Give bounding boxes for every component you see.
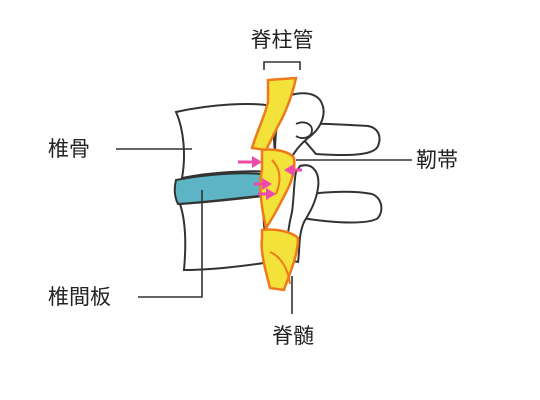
vertebra-label: 椎骨 xyxy=(48,137,90,161)
intervertebral-disc xyxy=(173,172,268,206)
arrow-icon-3 xyxy=(258,188,276,200)
arrow-icon-2 xyxy=(254,178,272,190)
arrow-icon-4 xyxy=(284,164,302,176)
ligament-label: 靭帯 xyxy=(416,148,458,172)
disc-leader xyxy=(138,190,203,298)
compression-arrows xyxy=(238,156,302,200)
spinal-cord xyxy=(250,76,300,292)
lower-vertebra-body xyxy=(178,194,272,272)
lower-spinous-process xyxy=(298,190,383,224)
spinal-canal-label: 脊柱管 xyxy=(251,28,314,52)
leader-lines xyxy=(116,61,412,314)
spinal-canal-bracket xyxy=(263,61,301,70)
upper-vertebra-body xyxy=(174,103,278,180)
spinal-cord-label: 脊髄 xyxy=(272,324,314,348)
arrow-icon-1 xyxy=(238,156,262,168)
disc-label: 椎間板 xyxy=(48,285,111,309)
